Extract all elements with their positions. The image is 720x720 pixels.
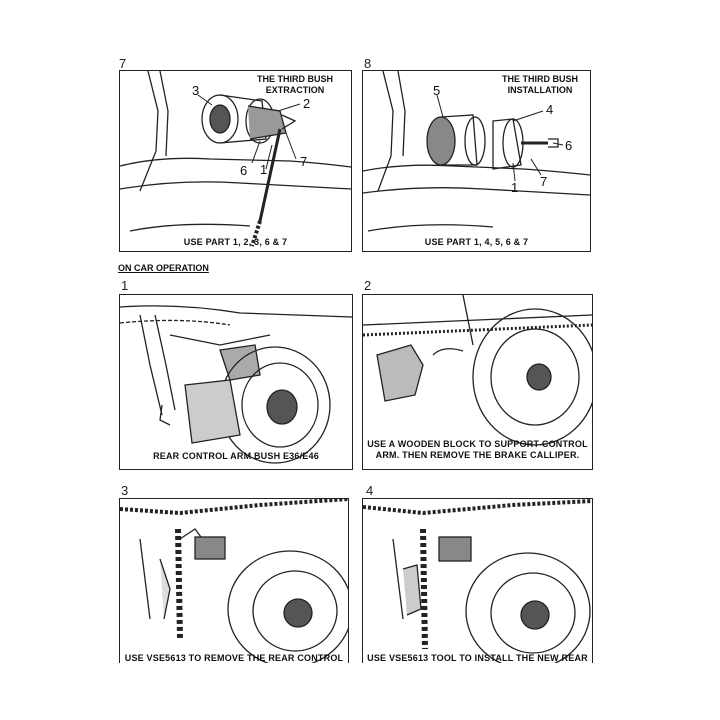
step-number-8: 8	[364, 56, 372, 71]
part-label-5: 5	[433, 83, 441, 98]
panel-step-4: USE VSE5613 TOOL TO INSTALL THE NEW REAR	[362, 498, 593, 663]
bush-installation-illustration	[363, 71, 590, 232]
step-number-1: 1	[121, 278, 129, 293]
step-number-3: 3	[121, 483, 129, 498]
panel-step-1: REAR CONTROL ARM BUSH E36/E46	[119, 294, 353, 470]
bush-extraction-illustration	[120, 71, 351, 247]
step-7-title: THE THIRD BUSH EXTRACTION	[257, 74, 333, 96]
part-label-6: 6	[565, 138, 573, 153]
step-number-7: 7	[119, 56, 127, 71]
part-label-6: 6	[240, 163, 248, 178]
step-7-title-line2: EXTRACTION	[265, 85, 325, 95]
part-label-4: 4	[546, 102, 554, 117]
part-label-1: 1	[511, 180, 519, 195]
step-2-caption-line1: USE A WOODEN BLOCK TO SUPPORT CONTROL	[367, 439, 588, 449]
step-2-caption: USE A WOODEN BLOCK TO SUPPORT CONTROL AR…	[363, 439, 592, 461]
panel-step-3: USE VSE5613 TO REMOVE THE REAR CONTROL	[119, 498, 349, 663]
part-label-3: 3	[192, 83, 200, 98]
panel-step-2: USE A WOODEN BLOCK TO SUPPORT CONTROL AR…	[362, 294, 593, 470]
step-2-caption-line2: ARM. THEN REMOVE THE BRAKE CALLIPER.	[375, 450, 580, 460]
part-label-7: 7	[300, 154, 308, 169]
step-7-caption: USE PART 1, 2, 3, 6 & 7	[183, 237, 288, 247]
part-label-2: 2	[303, 96, 311, 111]
rear-control-arm-illustration	[120, 305, 352, 464]
step-3-caption: USE VSE5613 TO REMOVE THE REAR CONTROL	[124, 653, 344, 663]
step-8-title-line2: INSTALLATION	[507, 85, 573, 95]
panel-step-8: THE THIRD BUSH INSTALLATION 5 4 6 1 7 US…	[362, 70, 591, 252]
section-heading: ON CAR OPERATION	[118, 263, 209, 273]
panel-step-7: THE THIRD BUSH EXTRACTION 3 2 6 1 7 USE …	[119, 70, 352, 252]
step-7-title-line1: THE THIRD BUSH	[257, 74, 333, 84]
step-1-caption: REAR CONTROL ARM BUSH E36/E46	[153, 451, 319, 461]
step-number-2: 2	[364, 278, 372, 293]
brake-calliper-removal-illustration	[363, 295, 592, 446]
step-8-title: THE THIRD BUSH INSTALLATION	[502, 74, 578, 96]
part-label-1: 1	[260, 162, 268, 177]
step-number-4: 4	[366, 483, 374, 498]
new-bush-installation-illustration	[363, 499, 592, 663]
step-8-title-line1: THE THIRD BUSH	[502, 74, 578, 84]
step-4-caption: USE VSE5613 TOOL TO INSTALL THE NEW REAR	[367, 653, 588, 663]
control-arm-bush-removal-illustration	[120, 499, 348, 663]
part-label-7: 7	[540, 174, 548, 189]
step-8-caption: USE PART 1, 4, 5, 6 & 7	[424, 237, 529, 247]
